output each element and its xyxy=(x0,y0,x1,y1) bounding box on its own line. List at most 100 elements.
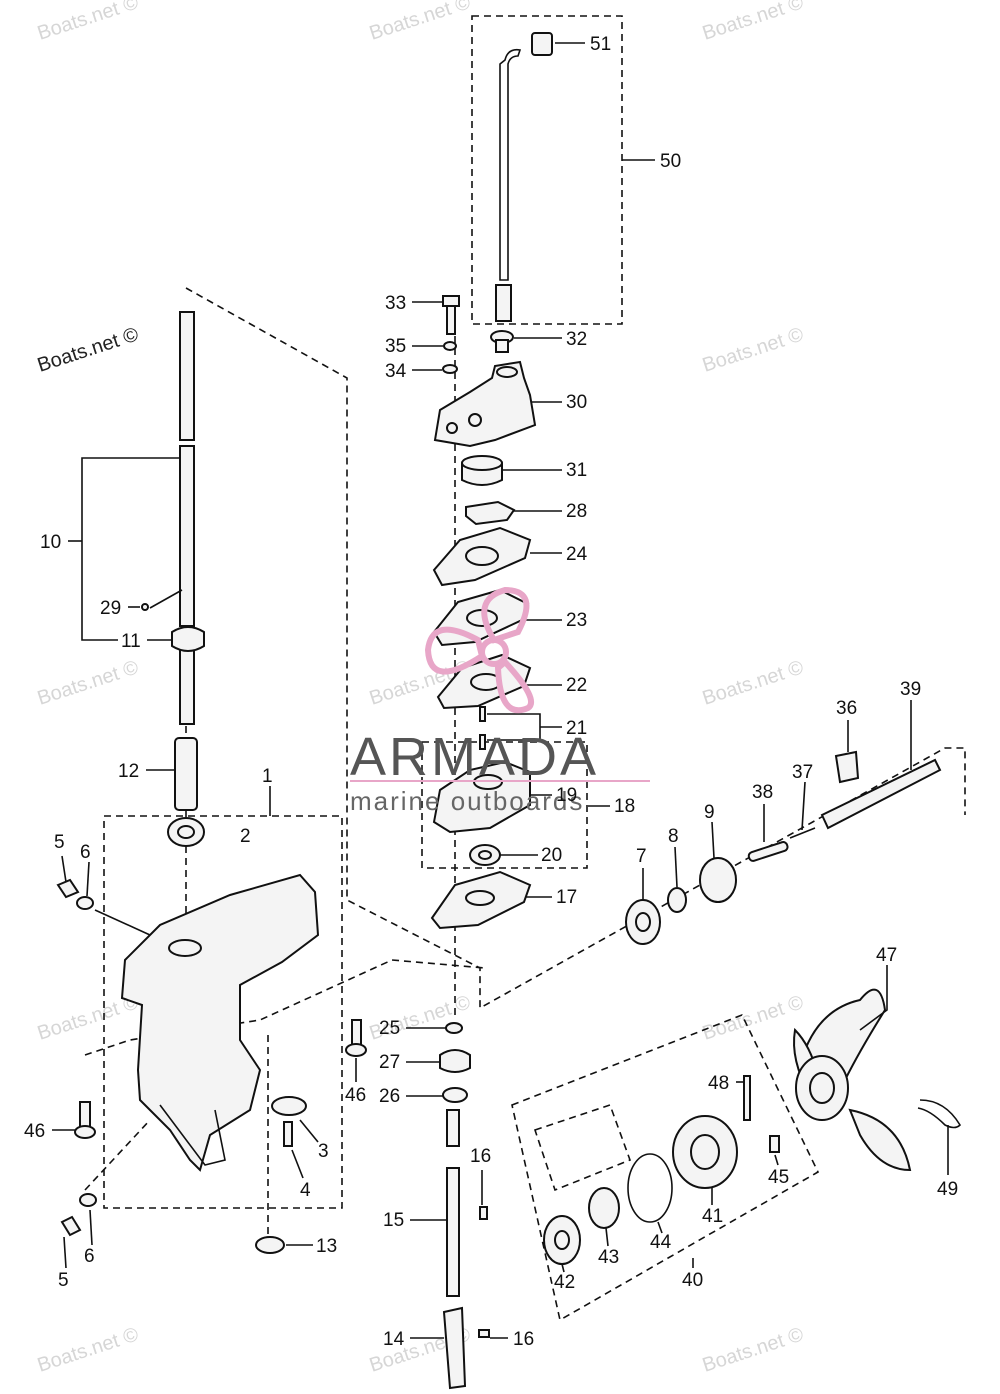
oil-seal-bore xyxy=(478,850,492,860)
bearing-bore xyxy=(635,912,651,932)
pump-base xyxy=(432,760,531,834)
logo-blade xyxy=(481,586,530,644)
part-label: 5 xyxy=(58,1270,69,1291)
driveshaft-lower xyxy=(179,647,195,725)
part-label: 50 xyxy=(660,151,681,172)
logo-blade xyxy=(494,657,535,714)
shift-rod xyxy=(499,48,522,281)
part-label: 4 xyxy=(300,1180,311,1201)
part-label: 7 xyxy=(636,846,647,867)
drain-plug xyxy=(255,1236,285,1254)
logo-blade xyxy=(424,626,486,675)
shift-rod-clip xyxy=(531,32,553,56)
washer xyxy=(442,364,458,374)
part-label: 39 xyxy=(900,679,921,700)
part-label: 13 xyxy=(316,1236,337,1257)
part-label: 24 xyxy=(566,544,588,565)
part-label: 41 xyxy=(702,1206,723,1227)
washer xyxy=(79,1193,97,1207)
o-ring xyxy=(442,1087,468,1103)
part-label: 25 xyxy=(379,1018,400,1039)
impeller xyxy=(465,500,516,526)
part-label: 12 xyxy=(118,761,139,782)
part-label: 11 xyxy=(121,631,141,652)
driveshaft-bearing xyxy=(171,626,205,652)
part-label: 23 xyxy=(566,610,587,631)
part-label: 10 xyxy=(40,532,61,553)
leader-line xyxy=(299,1119,319,1143)
cotter-pin xyxy=(917,1099,962,1129)
part-label: 5 xyxy=(54,832,65,853)
part-label: 16 xyxy=(470,1146,491,1167)
watermark: Boats.net © xyxy=(700,1323,807,1376)
part-label: 8 xyxy=(668,826,679,847)
lock-washer xyxy=(443,341,457,351)
gasket-hole xyxy=(465,546,499,566)
propeller-blade xyxy=(848,1108,912,1172)
leader-line xyxy=(86,861,90,897)
screw xyxy=(56,878,80,899)
callout-labels: 51 50 33 32 35 34 30 31 28 24 23 22 21 1… xyxy=(24,34,958,1350)
o-ring xyxy=(445,1022,463,1034)
part-label: 3 xyxy=(318,1141,329,1162)
part-label: 9 xyxy=(704,802,715,823)
part-label: 49 xyxy=(937,1179,958,1200)
leader-line xyxy=(61,855,67,883)
leader-line xyxy=(291,1149,304,1179)
thrust-washer xyxy=(667,887,687,913)
pin xyxy=(478,1329,490,1338)
part-label: 27 xyxy=(379,1052,400,1073)
part-label: 2 xyxy=(240,826,251,847)
bearing-bore xyxy=(554,1230,570,1250)
part-label: 22 xyxy=(566,675,587,696)
watermark: Boats.net © xyxy=(700,0,807,45)
part-label: 46 xyxy=(24,1121,45,1142)
part-label: 45 xyxy=(768,1167,789,1188)
leader-line xyxy=(859,965,888,1031)
driveshaft-upper xyxy=(179,311,195,441)
washer xyxy=(76,896,94,910)
brand-tagline: marine outboards xyxy=(350,786,584,816)
bearing-bore xyxy=(177,825,195,839)
part-label: 38 xyxy=(752,782,773,803)
part-label: 37 xyxy=(792,762,813,783)
pin xyxy=(479,1206,488,1220)
part-label: 44 xyxy=(650,1232,672,1253)
watermark: Boats.net © xyxy=(35,656,142,709)
part-label: 31 xyxy=(566,460,587,481)
driveshaft-middle xyxy=(179,445,195,627)
leader-line xyxy=(801,781,806,831)
anode xyxy=(271,1096,307,1116)
housing-hole xyxy=(446,422,458,434)
shift-rod-group-box xyxy=(471,15,623,325)
part-label: 16 xyxy=(513,1329,534,1350)
spring xyxy=(789,827,816,839)
pin xyxy=(141,603,149,611)
cross-pin xyxy=(747,841,789,862)
part-label: 29 xyxy=(100,598,121,619)
part-label: 43 xyxy=(598,1247,619,1268)
part-label: 15 xyxy=(383,1210,404,1231)
screw xyxy=(60,1215,82,1237)
leader-line xyxy=(657,1221,663,1234)
shift-shaft xyxy=(446,1167,460,1297)
leader-line xyxy=(149,589,183,609)
watermark: Boats.net © xyxy=(700,323,807,376)
part-label: 28 xyxy=(566,501,587,522)
dowel-pin xyxy=(479,706,486,722)
propeller-logo xyxy=(424,586,535,714)
leader-line xyxy=(89,1209,93,1246)
watermark: Boats.net © xyxy=(35,0,142,45)
part-label: 1 xyxy=(262,766,273,787)
part-label: 14 xyxy=(383,1329,405,1350)
oil-seal xyxy=(588,1187,620,1229)
carrier-bore xyxy=(690,1134,720,1170)
gearcase-group-box xyxy=(103,815,343,1209)
forward-gear xyxy=(699,857,737,903)
screw-guide xyxy=(84,1119,151,1191)
part-label: 35 xyxy=(385,336,406,357)
skeg xyxy=(159,1104,226,1166)
clutch-dog xyxy=(834,750,860,784)
pump-insert-top xyxy=(461,455,503,471)
